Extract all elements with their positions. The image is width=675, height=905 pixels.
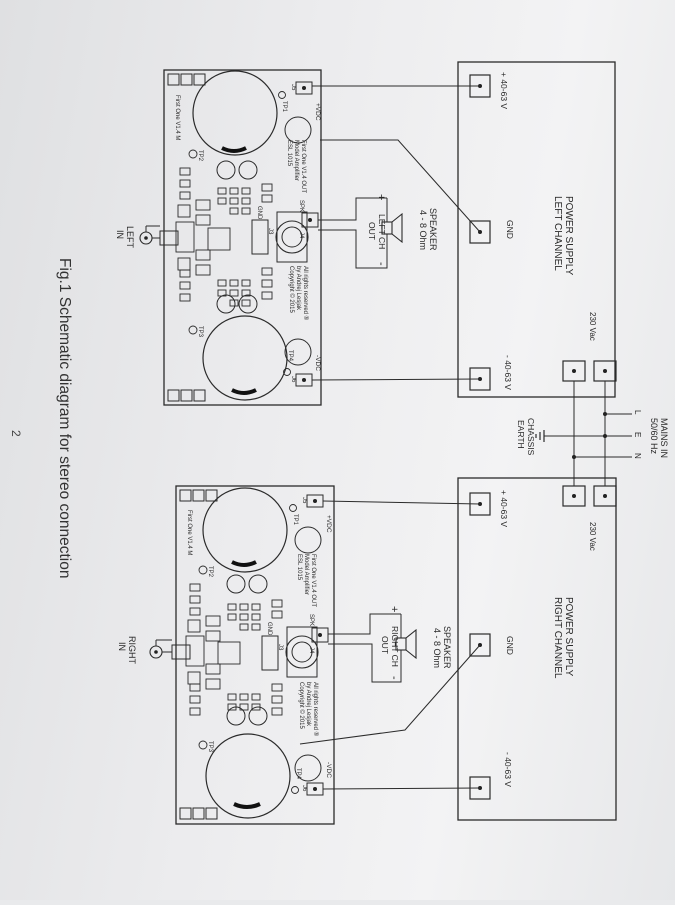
ps-left-minus-label: - 40-63 V: [503, 355, 513, 390]
input-right-label: RIGHT: [127, 636, 137, 665]
board-right-info1: First One V1.4 OUT: [310, 554, 316, 607]
board-right-tp1: TP1: [292, 514, 298, 526]
speaker-left-channel: LEFT CH: [377, 214, 387, 249]
board-left-info2: Model Amplifier: [293, 140, 299, 181]
power-supply-left: + 40-63 V GND - 40-63 V POWER SUPPLY LEF…: [457, 61, 617, 398]
speaker-left-impedance: 4 - 8 Ohm: [418, 210, 428, 250]
board-right-j6: J6: [301, 785, 307, 792]
board-right-spk: SPK: [308, 614, 314, 626]
ps-right-plus-label: + 40-63 V: [499, 490, 509, 527]
speaker-left: SPEAKER 4 - 8 Ohm + LEFT CH OUT -: [367, 194, 438, 266]
ps-left-subtitle: LEFT CHANNEL: [552, 196, 563, 271]
board-left-tp4: TP4: [287, 350, 293, 362]
amp-board-left: +VDC -VDC J5 J6 J4 J3 TP1 TP2 TP3 TP4 GN…: [139, 69, 322, 406]
speaker-right-impedance: 4 - 8 Ohm: [432, 628, 442, 668]
speaker-right-plus: +: [388, 606, 400, 612]
board-right-rights2: by Andrej Lesjak: [305, 682, 311, 727]
ps-right-gnd-label: GND: [505, 636, 515, 655]
board-right-version: First One V1.4 M: [186, 510, 192, 555]
board-right-rights1: All rights reserved ®: [312, 682, 319, 737]
mains-e-label: E: [633, 432, 642, 437]
board-left-rights1: All rights reserved ®: [302, 266, 309, 321]
board-right-tp4: TP4: [295, 768, 301, 780]
board-right-nvdc: -VDC: [325, 762, 332, 778]
board-right-j3: J3: [277, 644, 283, 651]
speaker-left-title: SPEAKER: [428, 208, 438, 251]
board-left-rights2: by Andrej Lesjak: [295, 266, 301, 311]
board-right-rights3: Copyright © 2015: [298, 682, 305, 729]
chassis-earth-label: CHASSIS: [526, 418, 536, 456]
mains-label: MAINS IN: [659, 418, 669, 458]
board-left-rights3: Copyright © 2015: [288, 266, 295, 313]
board-right-tp2: TP2: [207, 566, 213, 578]
board-left-spk: SPK: [298, 200, 304, 212]
board-left-pvdc: +VDC: [314, 103, 321, 121]
amp-board-right: +VDC -VDC J5 J6 J4 J3 TP1 TP2 TP3 TP4 GN…: [149, 485, 335, 825]
board-right-j5: J5: [301, 497, 307, 504]
speaker-left-minus: -: [375, 262, 387, 266]
board-right-j4: J4: [308, 647, 314, 654]
ps-right-vac-label: 230 Vac: [588, 522, 597, 551]
speaker-right-channel: RIGHT CH: [390, 626, 400, 667]
board-left-tp3: TP3: [197, 326, 203, 338]
speaker-right-out: OUT: [380, 636, 390, 654]
mains-l-label: L: [633, 410, 642, 415]
board-right-gnd: GND: [266, 622, 272, 636]
speaker-right-title: SPEAKER: [442, 626, 452, 669]
board-right-info3: ESL 1015: [296, 554, 302, 581]
mains-input: MAINS IN 50/60 Hz L E N CHASSIS EARTH: [516, 381, 669, 486]
board-left-tp1: TP1: [281, 101, 287, 113]
board-left-j4: J4: [298, 232, 304, 239]
wiring: [299, 85, 481, 790]
ps-left-vac-label: 230 Vac: [588, 312, 597, 341]
figure-caption: Fig.1 Schematic diagram for stereo conne…: [56, 258, 73, 579]
board-left-gnd: GND: [256, 206, 262, 220]
board-right-pvdc: +VDC: [325, 515, 332, 533]
board-left-info3: ESL 1015: [286, 140, 292, 167]
board-left-j5: J5: [290, 84, 296, 91]
board-right-tp3: TP3: [207, 741, 213, 753]
board-right-info2: Model Amplifier: [303, 554, 309, 595]
input-left-sublabel: IN: [115, 230, 125, 239]
ps-left-title: POWER SUPPLY: [563, 196, 574, 276]
ps-right-minus-label: - 40-63 V: [503, 752, 513, 787]
board-left-j6: J6: [290, 376, 296, 383]
board-left-version: First One V1.4 M: [174, 95, 180, 140]
ps-right-subtitle: RIGHT CHANNEL: [552, 597, 563, 679]
page-number: 2: [9, 430, 23, 437]
input-right-sublabel: IN: [117, 642, 127, 651]
board-left-nvdc: -VDC: [314, 355, 321, 371]
mains-frequency-label: 50/60 Hz: [649, 418, 659, 455]
chassis-earth-sublabel: EARTH: [516, 420, 526, 449]
speaker-left-plus: +: [375, 194, 387, 200]
board-left-tp2: TP2: [197, 150, 203, 162]
board-left-j3: J3: [267, 228, 273, 235]
mains-n-label: N: [633, 453, 642, 459]
input-left-label: LEFT: [125, 226, 135, 249]
board-left-info1: First One V1.4 OUT: [300, 140, 306, 193]
speaker-left-out: OUT: [367, 222, 377, 240]
speaker-right-minus: -: [388, 676, 400, 680]
ps-left-gnd-label: GND: [505, 220, 515, 239]
power-supply-right: + 40-63 V GND - 40-63 V POWER SUPPLY RIG…: [457, 477, 617, 821]
speaker-right: SPEAKER 4 - 8 Ohm + RIGHT CH OUT -: [380, 606, 452, 680]
ps-right-title: POWER SUPPLY: [563, 597, 574, 677]
ps-left-plus-label: + 40-63 V: [499, 72, 509, 109]
